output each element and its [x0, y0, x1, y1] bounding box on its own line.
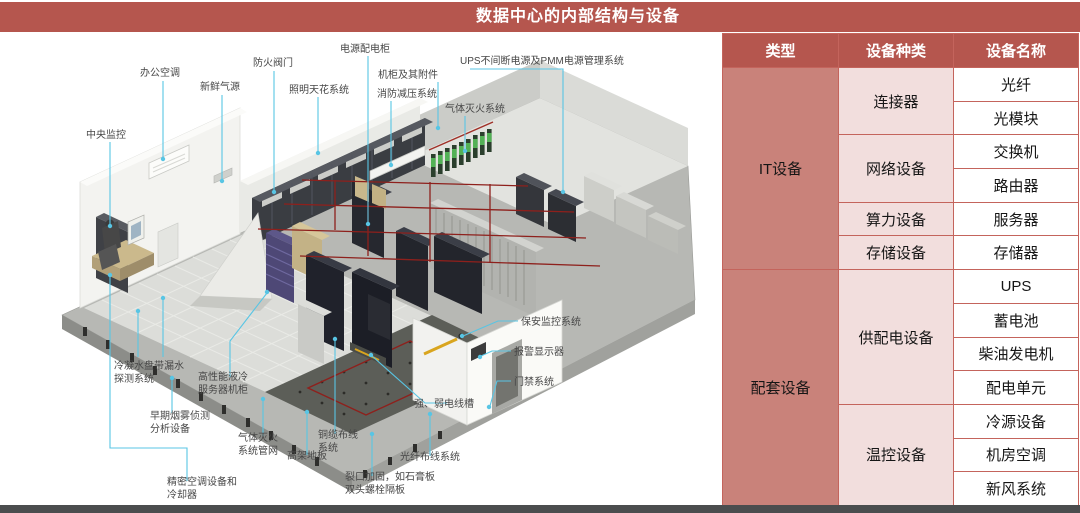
table-row: 存储设备 存储器: [723, 235, 1079, 271]
category-cell: 供配电设备: [838, 269, 954, 405]
gas-suppression-room: [408, 60, 688, 254]
device-cell: UPS: [953, 269, 1079, 304]
category-cell: 连接器: [838, 66, 954, 136]
table-row: 柴油发电机: [723, 336, 1079, 372]
category-cell: 网络设备: [838, 134, 954, 203]
label-precision-ac-2: 冷却器: [167, 488, 197, 501]
table-row: 蓄电池: [723, 302, 1079, 338]
category-cell: 存储设备: [838, 235, 954, 271]
gas-cylinder-rack: [428, 121, 494, 177]
label-gas-fire-suppression: 气体灭火系统: [445, 102, 505, 115]
device-cell: 服务器: [953, 201, 1079, 237]
pressure-relief-duct: [369, 145, 426, 181]
device-cell: 光纤: [953, 67, 1079, 102]
label-partition-2: 双头螺栓隔板: [345, 483, 405, 496]
crac-unit-row: [430, 199, 544, 317]
edge-studs: [83, 327, 442, 478]
category-cell: 算力设备: [838, 201, 954, 237]
label-cabinet-accessories: 机柜及其附件: [378, 68, 438, 81]
label-lighting-ceiling: 照明天花系统: [289, 83, 349, 96]
table-row: 网络设备 交换机: [723, 134, 1079, 203]
label-smoke-detection-1: 早期烟雾侦测: [150, 409, 210, 422]
label-raised-floor: 高架地板: [287, 449, 327, 462]
label-condensate-leak-2: 探测系统: [114, 372, 154, 385]
equipment-table: 类型 设备种类 设备名称 IT设备 连接器 光纤 光模块 网络设备 交换机 路由…: [722, 33, 1079, 506]
label-liquid-cooled-rack-2: 服务器机柜: [198, 383, 248, 396]
device-cell: 新风系统: [953, 471, 1079, 506]
device-cell: 柴油发电机: [953, 336, 1079, 372]
header-category: 设备种类: [838, 33, 954, 68]
table-row: 机房空调: [723, 437, 1079, 473]
label-fresh-air-source: 新鲜气源: [200, 80, 240, 93]
label-access-control: 门禁系统: [514, 375, 554, 388]
alarm-panel: [471, 342, 486, 361]
type-cell-supporting: 配套设备: [722, 269, 839, 506]
table-row: IT设备 连接器 光纤: [722, 66, 1079, 271]
label-office-ac: 办公空调: [140, 66, 180, 79]
device-cell: 光模块: [953, 100, 1079, 136]
category-cell: 温控设备: [838, 403, 954, 506]
label-gas-pipe-network-1: 气体灭火: [238, 431, 278, 444]
label-fiber-cabling: 光纤布线系统: [400, 450, 460, 463]
label-precision-ac-1: 精密空调设备和: [167, 475, 237, 488]
stepped-wall: [584, 172, 686, 254]
liquid-cooled-rack: [266, 233, 294, 303]
device-cell: 存储器: [953, 235, 1079, 271]
device-cell: 配电单元: [953, 370, 1079, 405]
device-cell: 机房空调: [953, 437, 1079, 473]
leader-lines: [107, 56, 566, 481]
table-row: 配电单元: [723, 370, 1079, 405]
label-condensate-leak-1: 冷凝水盘带漏水: [114, 359, 184, 372]
label-fire-damper: 防火阀门: [253, 56, 293, 69]
device-cell: 路由器: [953, 168, 1079, 203]
label-fire-pressure-relief: 消防减压系统: [377, 87, 437, 100]
label-partition-1: 裂口加固，如石膏板: [345, 470, 435, 483]
type-cell-it: IT设备: [722, 66, 839, 271]
label-liquid-cooled-rack-1: 高性能液冷: [198, 370, 248, 383]
page-title: 数据中心的内部结构与设备: [0, 2, 1080, 32]
ups-cabinets: [516, 173, 584, 242]
label-ups-pmm: UPS不间断电源及PMM电源管理系统: [460, 54, 624, 67]
label-alarm-display: 报警显示器: [514, 345, 564, 358]
table-header-row: 类型 设备种类 设备名称: [722, 33, 1079, 68]
table-row: 配套设备 供配电设备 UPS: [722, 269, 1079, 506]
office-ac-unit: [148, 144, 190, 180]
header-device: 设备名称: [953, 33, 1079, 68]
label-copper-cabling-1: 铜缆布线: [318, 428, 358, 441]
ramp: [190, 212, 273, 311]
leader-dots: [107, 125, 566, 437]
table-row: 新风系统: [723, 471, 1079, 506]
device-cell: 交换机: [953, 134, 1079, 170]
header-type: 类型: [722, 33, 839, 68]
office-area: [92, 213, 179, 293]
label-smoke-detection-2: 分析设备: [150, 422, 190, 435]
label-security-monitoring: 保安监控系统: [521, 315, 581, 328]
label-central-monitoring: 中央监控: [86, 128, 126, 141]
fresh-air-vent: [213, 167, 233, 184]
diagram-labels: 电源配电柜 防火阀门 UPS不间断电源及PMM电源管理系统 办公空调 机柜及其附…: [86, 42, 624, 501]
table-row: 算力设备 服务器: [723, 201, 1079, 237]
entrance-room: [350, 299, 563, 426]
label-gas-pipe-network-2: 系统管网: [238, 444, 278, 457]
device-cell: 蓄电池: [953, 302, 1079, 338]
device-cell: 冷源设备: [953, 403, 1079, 439]
label-copper-cabling-2: 系统: [318, 441, 338, 454]
bottom-divider-bar: [0, 505, 1080, 513]
label-power-distribution-cabinet: 电源配电柜: [340, 42, 390, 55]
label-cable-trunking: 强、弱电线槽: [414, 397, 474, 410]
